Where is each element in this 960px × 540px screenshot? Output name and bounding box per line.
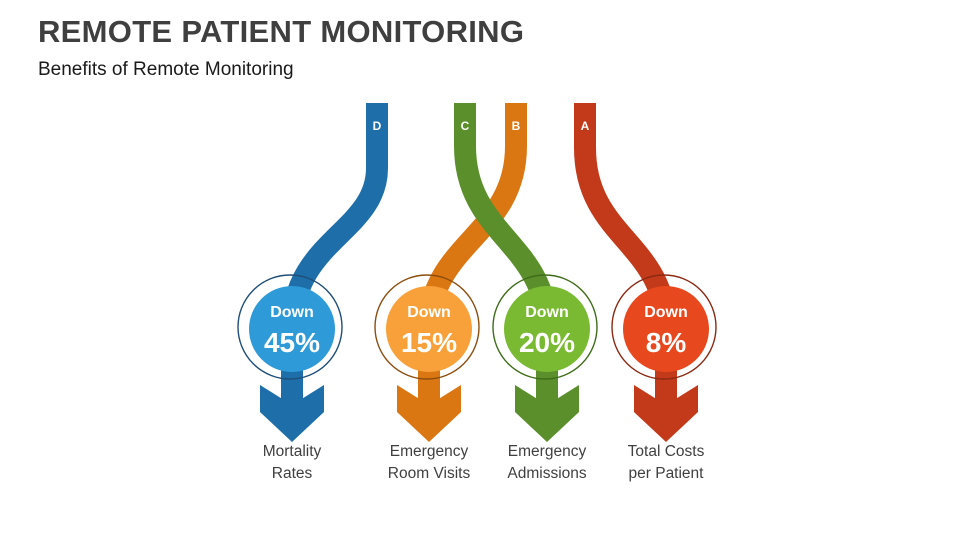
band-letter-c: C — [461, 119, 470, 133]
band-letter-b: B — [512, 119, 521, 133]
band-letter-a: A — [581, 119, 590, 133]
category-label-admissions: Emergency Admissions — [507, 443, 587, 482]
slide-title: REMOTE PATIENT MONITORING — [38, 14, 525, 49]
band-letter-d: D — [373, 119, 382, 133]
stat-ring-1 — [237, 274, 343, 380]
down-word-4: Down — [644, 304, 688, 321]
down-word-2: Down — [407, 304, 451, 321]
stat-circle-4 — [623, 286, 709, 372]
percent-value-1: 45% — [264, 327, 320, 358]
percent-value-3: 20% — [519, 327, 575, 358]
category-label-mortality: Mortality Rates — [262, 443, 322, 482]
stat-circle-3 — [504, 286, 590, 372]
category-label-costs: Total Costs per Patient — [627, 443, 705, 482]
stat-ring-4 — [611, 274, 717, 380]
stat-circle-1 — [249, 286, 335, 372]
down-word-1: Down — [270, 304, 314, 321]
stat-circle-2 — [386, 286, 472, 372]
down-arrowhead-2 — [397, 385, 461, 442]
slide-subtitle: Benefits of Remote Monitoring — [38, 59, 294, 80]
down-arrowhead-4 — [634, 385, 698, 442]
category-label-er-visits: Emergency Room Visits — [387, 443, 471, 482]
percent-value-2: 15% — [401, 327, 457, 358]
stat-ring-3 — [492, 274, 598, 380]
percent-value-4: 8% — [646, 327, 687, 358]
down-arrowhead-3 — [515, 385, 579, 442]
stat-ring-2 — [374, 274, 480, 380]
down-arrowhead-1 — [260, 385, 324, 442]
down-word-3: Down — [525, 304, 569, 321]
